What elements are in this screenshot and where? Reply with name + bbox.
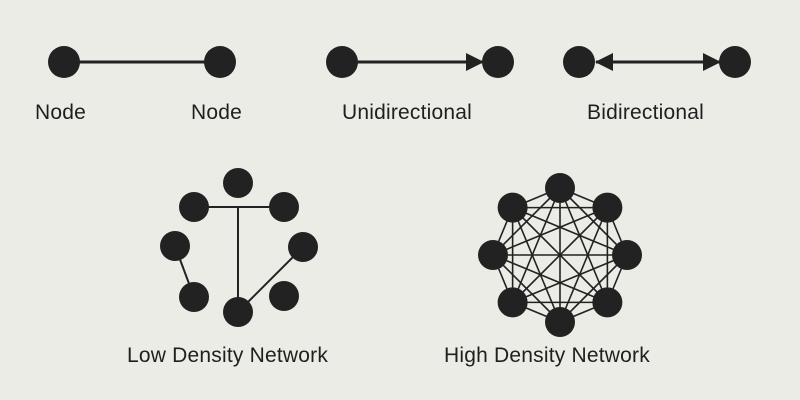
network-node [269,281,299,311]
node [719,46,751,78]
network-node [478,240,508,270]
node [48,46,80,78]
arrowhead-left [595,53,613,71]
bidirectional-edge-example [563,46,751,78]
node [204,46,236,78]
network-node [497,192,528,223]
network-edge [512,207,608,303]
low-density-network [160,168,318,327]
network-node [497,287,528,318]
network-node [592,192,623,223]
network-node [612,240,642,270]
unidirectional-edge-example [326,46,514,78]
network-node [288,232,318,262]
node-label-left: Node [35,101,87,124]
node [482,46,514,78]
network-node [179,282,209,312]
network-edge [237,246,304,313]
network-edge [492,254,561,323]
arrowhead [466,53,484,71]
node-label-right: Node [191,101,243,124]
bidirectional-label: Bidirectional [587,101,704,124]
network-edge [512,206,628,256]
node [563,46,595,78]
network-node [592,287,623,318]
node [326,46,358,78]
network-node [160,231,190,261]
high-density-label: High Density Network [444,344,650,367]
network-edge [511,207,561,323]
network-node [269,192,299,222]
undirected-edge-example [48,46,236,78]
high-density-network [478,173,642,337]
network-node [545,173,575,203]
network-node [223,168,253,198]
arrowhead-right [703,53,721,71]
low-density-label: Low Density Network [127,344,329,367]
unidirectional-label: Unidirectional [342,101,473,124]
network-node [179,192,209,222]
network-node [545,307,575,337]
network-node [223,297,253,327]
